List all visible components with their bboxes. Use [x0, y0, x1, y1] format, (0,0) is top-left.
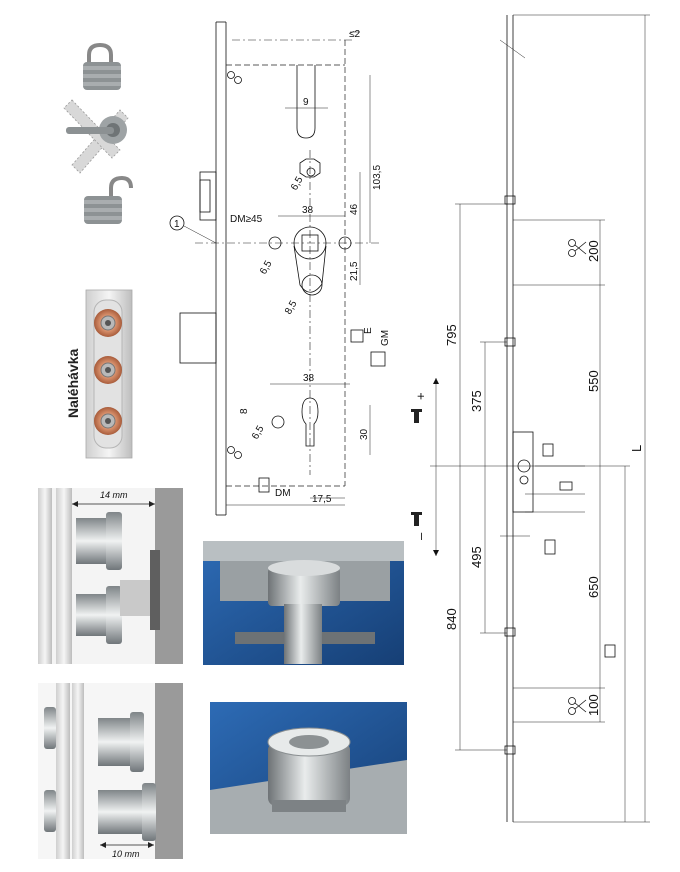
dim-650: 650	[586, 576, 601, 598]
dim-8: 8	[239, 408, 250, 414]
sign-plus: +	[413, 392, 428, 400]
dim-46: 46	[349, 203, 360, 215]
render-roller-14mm	[38, 488, 183, 664]
dim-38-top: 38	[302, 205, 314, 216]
dim-840: 840	[444, 608, 459, 630]
dim-9: 9	[303, 97, 309, 108]
dim-le2: ≤2	[349, 29, 360, 40]
key-turn-icon	[63, 99, 129, 174]
dim-L: L	[629, 445, 644, 452]
dim-550: 550	[586, 370, 601, 392]
scissors-icon	[568, 697, 587, 715]
screw-icon	[411, 512, 422, 526]
copper-roller	[94, 407, 122, 435]
multipoint-strip-drawing	[411, 14, 650, 823]
dim-200: 200	[586, 240, 601, 262]
label-e: E	[363, 327, 374, 334]
photo-roller-closeup-1	[203, 541, 404, 665]
copper-roller	[94, 356, 122, 384]
dim-30: 30	[359, 428, 370, 440]
dim-375: 375	[469, 390, 484, 412]
label-gm: GM	[380, 330, 391, 346]
dim-10mm: 10 mm	[112, 849, 140, 859]
dim-6-5-c: 6,5	[250, 424, 267, 442]
screw-icon	[411, 409, 422, 423]
dim-17-5: 17,5	[312, 494, 332, 505]
dim-495: 495	[469, 546, 484, 568]
dim-100: 100	[586, 694, 601, 716]
dim-6-5-a: 6,5	[289, 175, 306, 193]
dim-14mm: 14 mm	[100, 490, 128, 500]
dim-8-5: 8,5	[283, 299, 300, 317]
dim-38-bot: 38	[303, 373, 315, 384]
nalehavka-strip	[85, 289, 133, 459]
render-roller-10mm	[38, 683, 183, 859]
lock-body-drawing	[169, 21, 386, 516]
side-label: Naléhávka	[65, 349, 81, 418]
padlock-open-icon	[84, 175, 133, 224]
callout-1: 1	[174, 219, 180, 230]
label-dm: DM	[275, 488, 291, 499]
sign-minus: –	[413, 532, 428, 540]
scissors-icon	[568, 239, 587, 257]
padlock-closed-icon	[83, 42, 121, 90]
dim-6-5-b: 6,5	[258, 259, 275, 277]
dim-dm45: DM≥45	[230, 214, 263, 225]
copper-roller	[94, 309, 122, 337]
dim-795: 795	[444, 324, 459, 346]
dim-103-5: 103,5	[372, 165, 383, 190]
dim-21-5: 21,5	[349, 261, 360, 281]
photo-roller-closeup-2	[210, 702, 407, 834]
